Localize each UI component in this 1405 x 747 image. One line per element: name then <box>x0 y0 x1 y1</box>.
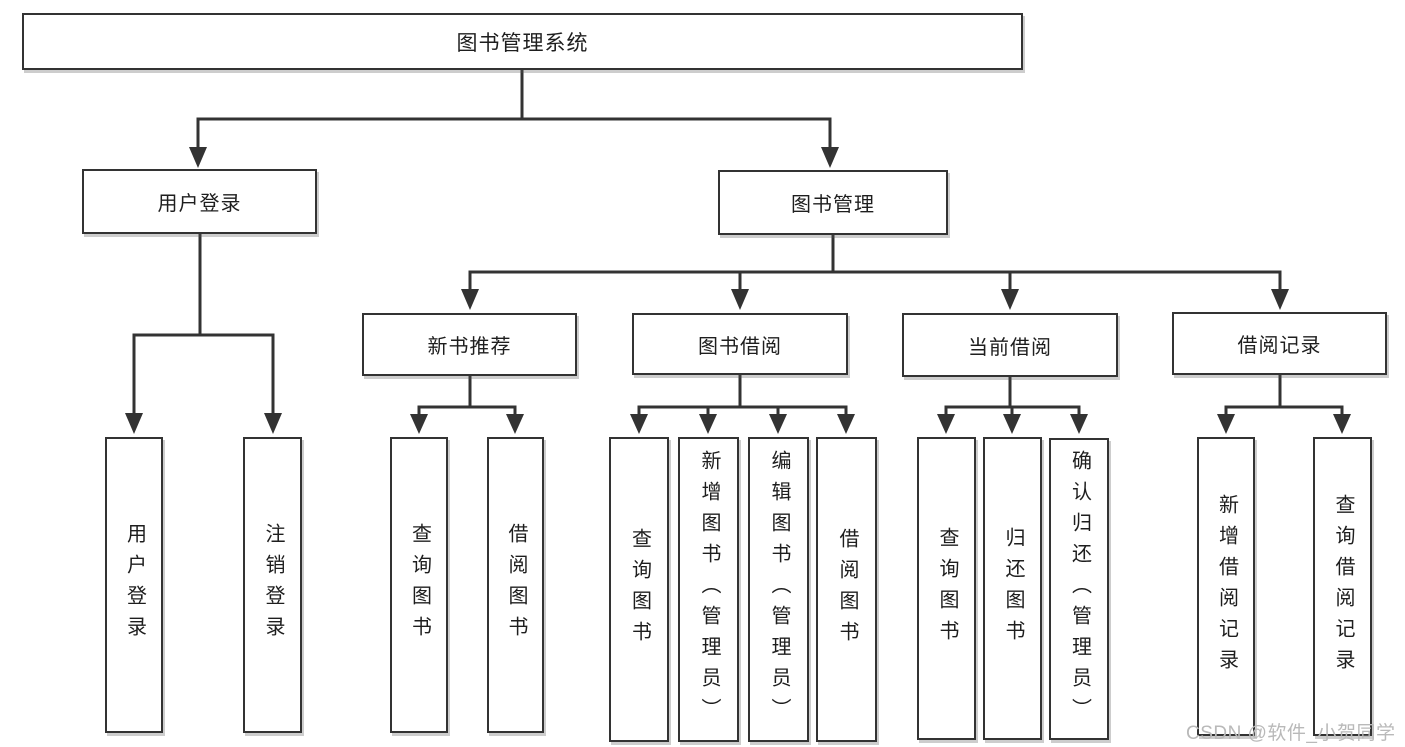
node-borrow-records: 借阅记录 <box>1172 312 1387 375</box>
node-new-book-recommend-label: 新书推荐 <box>427 336 512 358</box>
node-user-login-label: 用户登录 <box>157 193 242 215</box>
node-user-login: 用户登录 <box>82 169 317 234</box>
node-leaf-records-add-record: 新增借阅记录 <box>1197 437 1255 736</box>
node-book-borrow-label: 图书借阅 <box>698 335 782 358</box>
node-leaf-newbook-query-books: 查询图书 <box>390 437 448 733</box>
node-leaf-user-login: 用户登录 <box>105 437 163 733</box>
node-leaf-records-query-record: 查询借阅记录 <box>1313 437 1372 736</box>
node-leaf-borrow-add-books: 新增图书（管理员） <box>678 437 739 742</box>
node-leaf-borrow-borrow-books: 借阅图书 <box>816 437 877 742</box>
node-leaf-current-query-books: 查询图书 <box>917 437 976 740</box>
node-leaf-borrow-edit-books: 编辑图书（管理员） <box>748 437 809 742</box>
node-book-borrow: 图书借阅 <box>632 313 848 375</box>
node-new-book-recommend: 新书推荐 <box>362 313 577 376</box>
node-book-management-label: 图书管理 <box>791 194 875 216</box>
node-root-label: 图书管理系统 <box>456 31 589 55</box>
node-current-borrow-label: 当前借阅 <box>968 336 1052 359</box>
node-leaf-borrow-query-books: 查询图书 <box>609 437 669 742</box>
node-borrow-records-label: 借阅记录 <box>1237 335 1322 357</box>
node-leaf-current-confirm-return: 确认归还（管理员） <box>1049 438 1109 740</box>
node-book-management: 图书管理 <box>718 170 948 235</box>
node-leaf-current-return-books: 归还图书 <box>983 437 1042 740</box>
node-current-borrow: 当前借阅 <box>902 313 1118 377</box>
node-leaf-newbook-borrow-books: 借阅图书 <box>487 437 544 733</box>
node-leaf-logout: 注销登录 <box>243 437 302 733</box>
watermark: CSDN @软件_小贺同学 <box>1186 723 1396 744</box>
node-root: 图书管理系统 <box>22 13 1023 70</box>
